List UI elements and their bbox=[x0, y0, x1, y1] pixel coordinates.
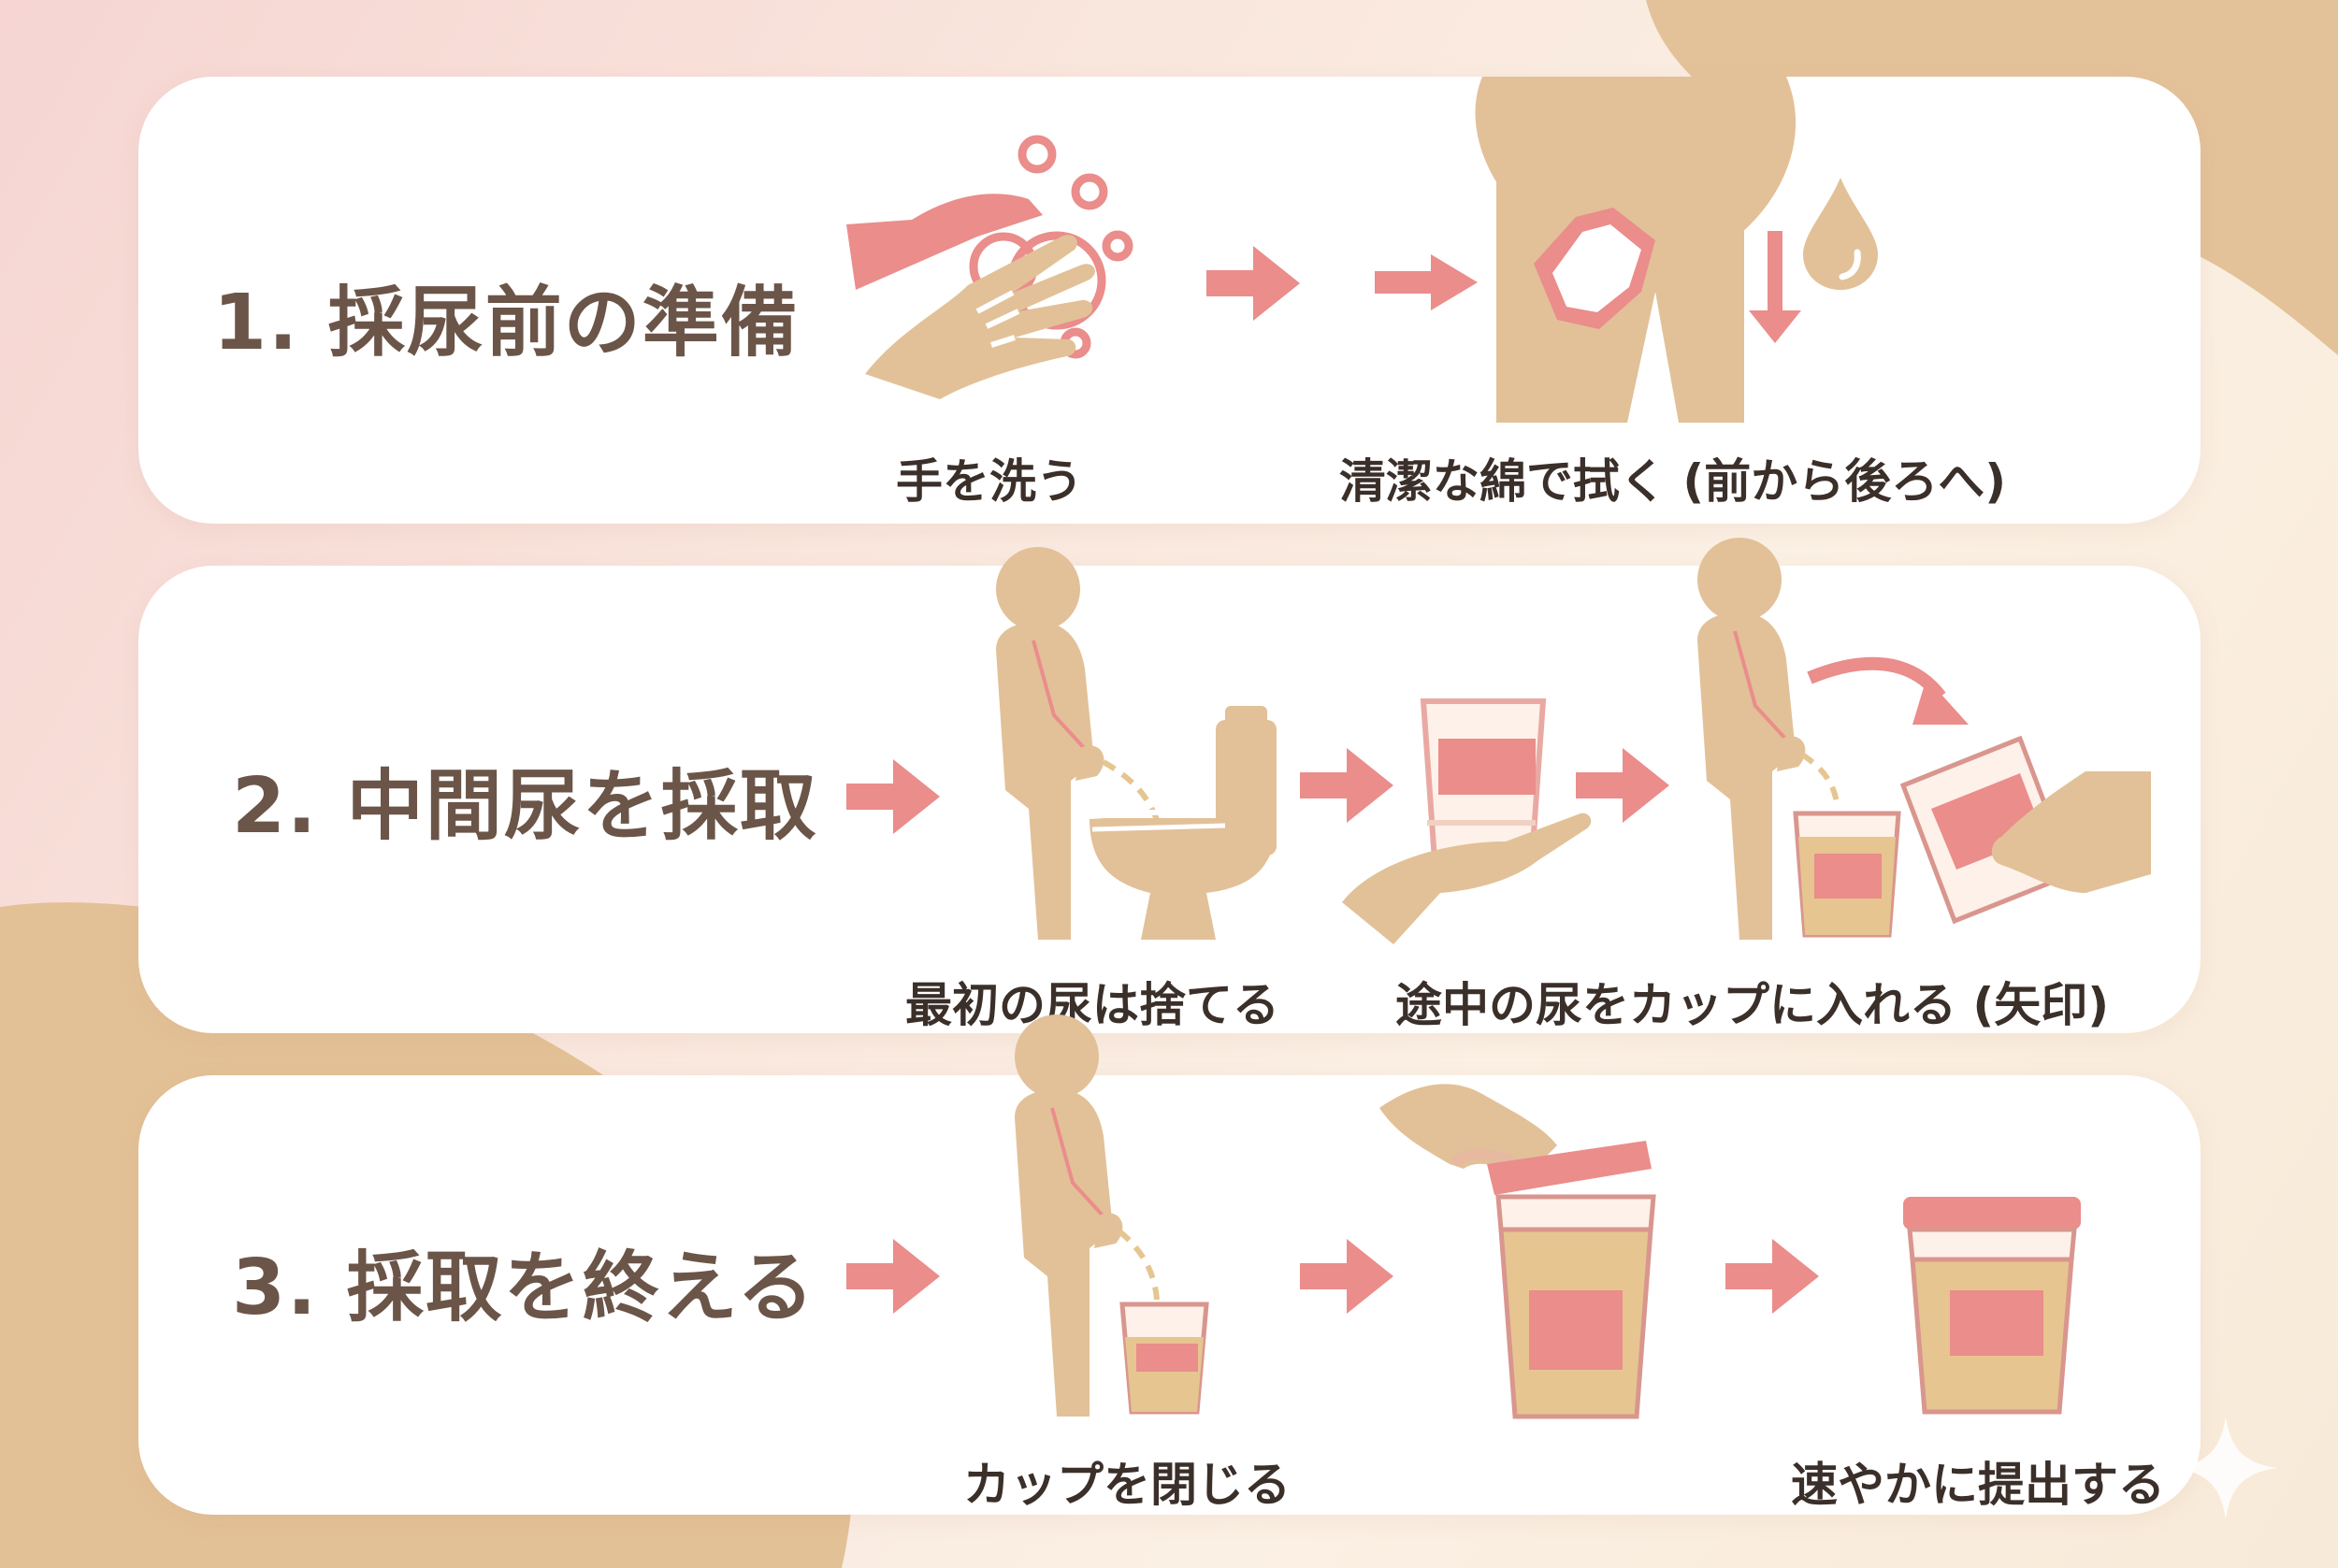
step-1-caption-wash-hands: 手を洗う bbox=[896, 454, 1083, 509]
arrow-right-icon bbox=[846, 759, 940, 834]
wiping-front-to-back-icon bbox=[1375, 77, 1801, 423]
arrow-right-icon bbox=[1300, 1239, 1393, 1314]
person-urinating-icon bbox=[996, 547, 1162, 940]
arrow-right-icon bbox=[1300, 748, 1393, 823]
water-drop-icon bbox=[1803, 178, 1878, 290]
step-2-title: 2. 中間尿を採取 bbox=[232, 762, 818, 851]
person-urinating-icon bbox=[1015, 1014, 1209, 1417]
step-1-caption-wipe-clean: 清潔な綿で拭く (前から後ろへ) bbox=[1339, 454, 2007, 509]
step-1-panel bbox=[138, 77, 2201, 524]
step-1-title: 1. 採尿前の準備 bbox=[213, 279, 800, 367]
step-2-caption-collect-midstream: 途中の尿をカップに入れる (矢印) bbox=[1395, 978, 2110, 1032]
hand-washing-icon bbox=[846, 135, 1133, 399]
step-3-panel bbox=[138, 1075, 2201, 1515]
step-3-caption-submit-promptly: 速やかに提出する bbox=[1791, 1458, 2165, 1512]
toilet-icon bbox=[1089, 706, 1277, 940]
step-3-caption-close-cup: カップを閉じる bbox=[963, 1458, 1291, 1512]
arrow-right-icon bbox=[1206, 246, 1300, 321]
closing-cup-lid-icon bbox=[1379, 1084, 1656, 1419]
arrow-right-icon bbox=[1725, 1239, 1819, 1314]
arrow-right-icon bbox=[846, 1239, 940, 1314]
hand-holding-cup-icon bbox=[1899, 735, 2151, 925]
step-2-panel bbox=[138, 566, 2201, 1033]
sparkle-icon bbox=[2174, 1417, 2277, 1519]
sealed-sample-cup-icon bbox=[1903, 1197, 2081, 1415]
step-2-caption-discard-first: 最初の尿は捨てる bbox=[905, 978, 1279, 1032]
arrow-right-icon bbox=[1576, 748, 1669, 823]
cup-in-hand-icon bbox=[1342, 698, 1592, 944]
person-urinating-into-cup-icon bbox=[1697, 538, 1969, 940]
step-3-title: 3. 採取を終える bbox=[232, 1244, 816, 1332]
